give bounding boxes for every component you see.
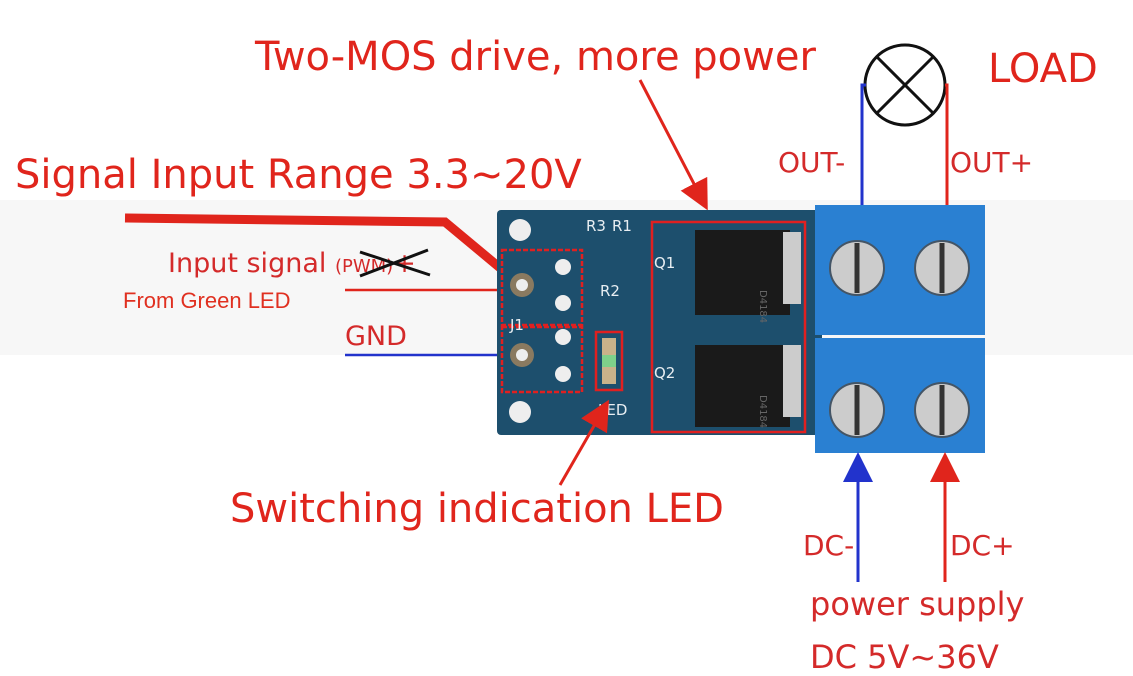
title-label: Two-MOS drive, more power — [254, 34, 816, 80]
out-plus-label: OUT+ — [950, 146, 1033, 179]
title-arrow — [638, 79, 708, 211]
svg-text:Q1: Q1 — [654, 254, 675, 272]
svg-text:Q2: Q2 — [654, 364, 675, 382]
dc-plus-label: DC+ — [950, 529, 1015, 562]
terminal-blocks — [815, 205, 985, 453]
load-wire-plus — [945, 83, 949, 212]
svg-text:D4184: D4184 — [757, 395, 768, 428]
from-green-led-note: From Green LED — [123, 288, 291, 313]
input-signal-label: Input signal (PWM)+ — [168, 248, 416, 279]
signal-arrow — [124, 213, 508, 276]
gnd-label: GND — [345, 321, 407, 352]
svg-text:R3: R3 — [586, 217, 606, 235]
dc-minus-label: DC- — [803, 529, 854, 562]
svg-text:D4184: D4184 — [757, 290, 768, 323]
svg-text:R1: R1 — [612, 217, 632, 235]
pwm-crossout-icon — [359, 248, 431, 278]
led-arrow — [558, 399, 609, 486]
pcb-board: R3 R1 R2 J1 Q1 Q2 LED D4184 D4184 — [497, 210, 822, 435]
signal-range-label: Signal Input Range 3.3~20V — [15, 152, 582, 198]
load-label: LOAD — [988, 46, 1098, 92]
dc-range-label: DC 5V~36V — [810, 638, 999, 676]
out-minus-label: OUT- — [778, 146, 845, 179]
load-lamp-icon — [863, 43, 947, 127]
svg-text:R2: R2 — [600, 282, 620, 300]
led-caption: Switching indication LED — [230, 486, 724, 532]
power-supply-label: power supply — [810, 585, 1024, 623]
load-wire-minus — [860, 83, 866, 212]
svg-text:J1: J1 — [509, 316, 524, 334]
